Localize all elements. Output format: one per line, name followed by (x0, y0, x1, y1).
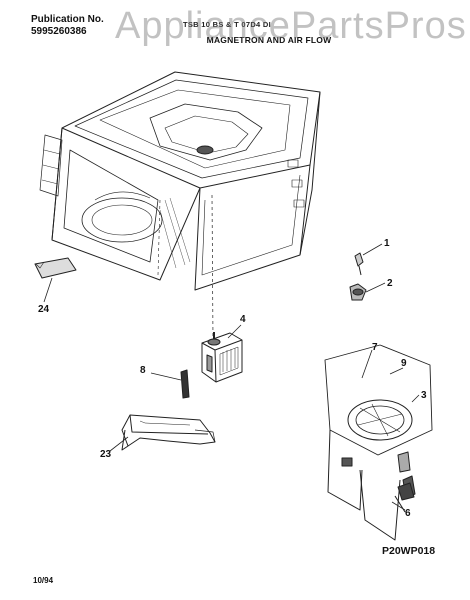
publication-label: Publication No. (31, 14, 104, 25)
publication-date: 10/94 (33, 576, 54, 585)
publication-header: Publication No. 5995260386 (31, 14, 104, 38)
callout-6: 6 (405, 508, 411, 519)
part-1-screw (354, 252, 364, 276)
model-number: TSB 10 BS & T 07D4 DI (183, 20, 271, 29)
part-3-fan-motor-housing (324, 344, 433, 541)
part-23-air-guide (121, 414, 216, 451)
part-4-magnetron (201, 332, 243, 383)
callout-9: 9 (401, 358, 407, 369)
drawing-code: P20WP018 (382, 545, 436, 557)
watermark: AppliancePartsPros.com (115, 5, 470, 47)
callout-8: 8 (140, 365, 146, 376)
leader-lines (43, 243, 420, 511)
callout-3: 3 (421, 390, 427, 401)
callout-7: 7 (372, 342, 378, 353)
part-6-thermal-cutoff (394, 482, 415, 513)
callout-2: 2 (387, 278, 393, 289)
page-title: MAGNETRON AND AIR FLOW (206, 35, 332, 45)
callout-1: 1 (384, 238, 390, 249)
callout-4: 4 (240, 314, 246, 325)
publication-number: 5995260386 (31, 26, 87, 37)
part-8-bracket (180, 369, 190, 399)
callout-24: 24 (38, 304, 50, 315)
part-2-clip (349, 283, 367, 301)
part-24-pad (34, 257, 77, 279)
cabinet-assembly (39, 71, 321, 341)
callout-23: 23 (100, 449, 112, 460)
